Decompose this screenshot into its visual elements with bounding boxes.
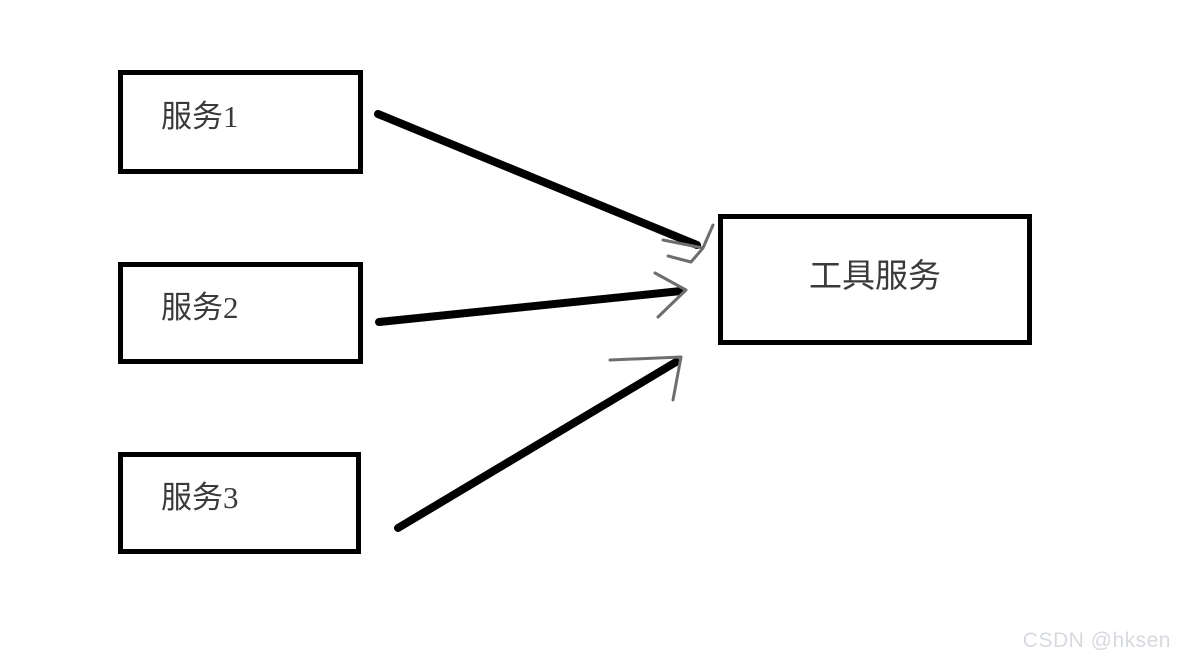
- edge-service2-arrowhead-icon: [653, 271, 688, 319]
- edge-service3-shaft: [394, 358, 680, 532]
- edge-service3-to-tool: [394, 355, 683, 532]
- edge-service1-to-tool: [374, 110, 715, 264]
- node-service-1-label: 服务1: [161, 98, 239, 134]
- node-service-1[interactable]: 服务1: [118, 70, 363, 174]
- node-service-2[interactable]: 服务2: [118, 262, 363, 364]
- node-service-3-label: 服务3: [161, 479, 239, 515]
- edge-service1-shaft: [374, 110, 701, 249]
- node-service-3[interactable]: 服务3: [118, 452, 361, 554]
- edge-service2-shaft: [375, 287, 685, 326]
- edge-service1-arrowhead-icon: [661, 223, 715, 264]
- node-tool-service[interactable]: 工具服务: [718, 214, 1032, 345]
- edge-service3-arrowhead-icon: [608, 355, 683, 402]
- node-tool-service-label: 工具服务: [809, 259, 941, 295]
- edge-service2-to-tool: [375, 271, 688, 326]
- node-service-2-label: 服务2: [161, 289, 239, 325]
- watermark: CSDN @hksen: [1022, 629, 1171, 652]
